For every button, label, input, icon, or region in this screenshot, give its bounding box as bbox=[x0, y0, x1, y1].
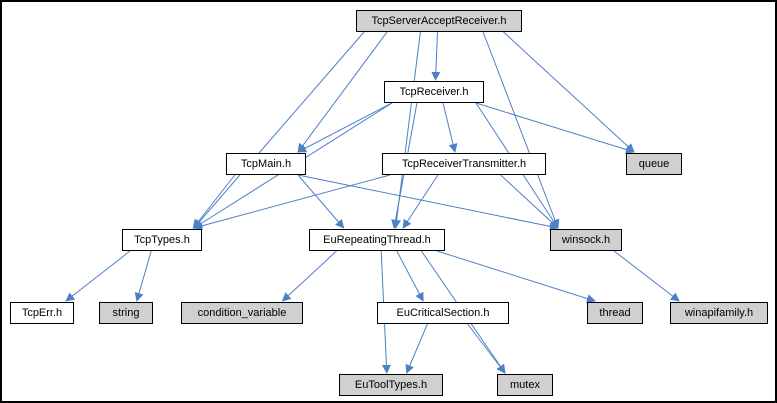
graph-node-EuCriticalSection[interactable]: EuCriticalSection.h bbox=[377, 302, 509, 324]
graph-node-TcpReceiver[interactable]: TcpReceiver.h bbox=[384, 81, 484, 103]
edge-TcpMain-TcpTypes bbox=[192, 174, 236, 229]
graph-node-condition_variable: condition_variable bbox=[181, 302, 303, 324]
edge-TcpReceiver-queue bbox=[475, 102, 635, 154]
edge-TcpReceiverTransmitter-EuRepeatingThread bbox=[402, 174, 439, 229]
edge-TcpTypes-TcpErr bbox=[65, 250, 131, 302]
graph-node-thread: thread bbox=[587, 302, 643, 324]
graph-node-TcpServerAcceptReceiver: TcpServerAcceptReceiver.h bbox=[356, 10, 522, 32]
edge-TcpServerAcceptReceiver-queue bbox=[503, 31, 635, 153]
graph-node-mutex: mutex bbox=[497, 374, 553, 396]
edge-EuRepeatingThread-EuCriticalSection bbox=[396, 250, 424, 302]
graph-node-queue: queue bbox=[626, 153, 682, 175]
edge-TcpServerAcceptReceiver-TcpTypes bbox=[193, 31, 365, 229]
graph-node-TcpReceiverTransmitter[interactable]: TcpReceiverTransmitter.h bbox=[382, 153, 546, 175]
edge-TcpReceiverTransmitter-winsock bbox=[500, 174, 559, 229]
graph-node-winapifamily: winapifamily.h bbox=[670, 302, 768, 324]
edge-EuRepeatingThread-thread bbox=[436, 250, 596, 303]
edge-EuRepeatingThread-condition_variable bbox=[281, 250, 337, 302]
graph-node-EuToolTypes: EuToolTypes.h bbox=[339, 374, 443, 396]
graph-node-TcpTypes[interactable]: TcpTypes.h bbox=[122, 229, 202, 251]
edge-winsock-winapifamily bbox=[613, 250, 680, 302]
graph-node-EuRepeatingThread[interactable]: EuRepeatingThread.h bbox=[309, 229, 445, 251]
graph-node-TcpErr[interactable]: TcpErr.h bbox=[10, 302, 74, 324]
edge-EuCriticalSection-mutex bbox=[467, 323, 506, 374]
edge-TcpServerAcceptReceiver-TcpReceiver bbox=[431, 31, 441, 81]
edge-TcpServerAcceptReceiver-winsock bbox=[482, 31, 560, 229]
edge-EuCriticalSection-EuToolTypes bbox=[405, 323, 428, 374]
edge-TcpServerAcceptReceiver-TcpMain bbox=[297, 31, 388, 153]
edge-TcpReceiver-TcpMain bbox=[297, 102, 393, 153]
graph-node-string: string bbox=[99, 302, 153, 324]
edge-TcpReceiver-TcpReceiverTransmitter bbox=[442, 102, 458, 153]
graph-node-winsock: winsock.h bbox=[550, 229, 622, 251]
edge-TcpMain-winsock bbox=[297, 174, 559, 231]
edge-TcpTypes-string bbox=[134, 250, 152, 302]
edge-TcpReceiverTransmitter-TcpTypes bbox=[193, 174, 391, 231]
graph-node-TcpMain[interactable]: TcpMain.h bbox=[226, 153, 306, 175]
edge-TcpMain-EuRepeatingThread bbox=[297, 174, 345, 229]
